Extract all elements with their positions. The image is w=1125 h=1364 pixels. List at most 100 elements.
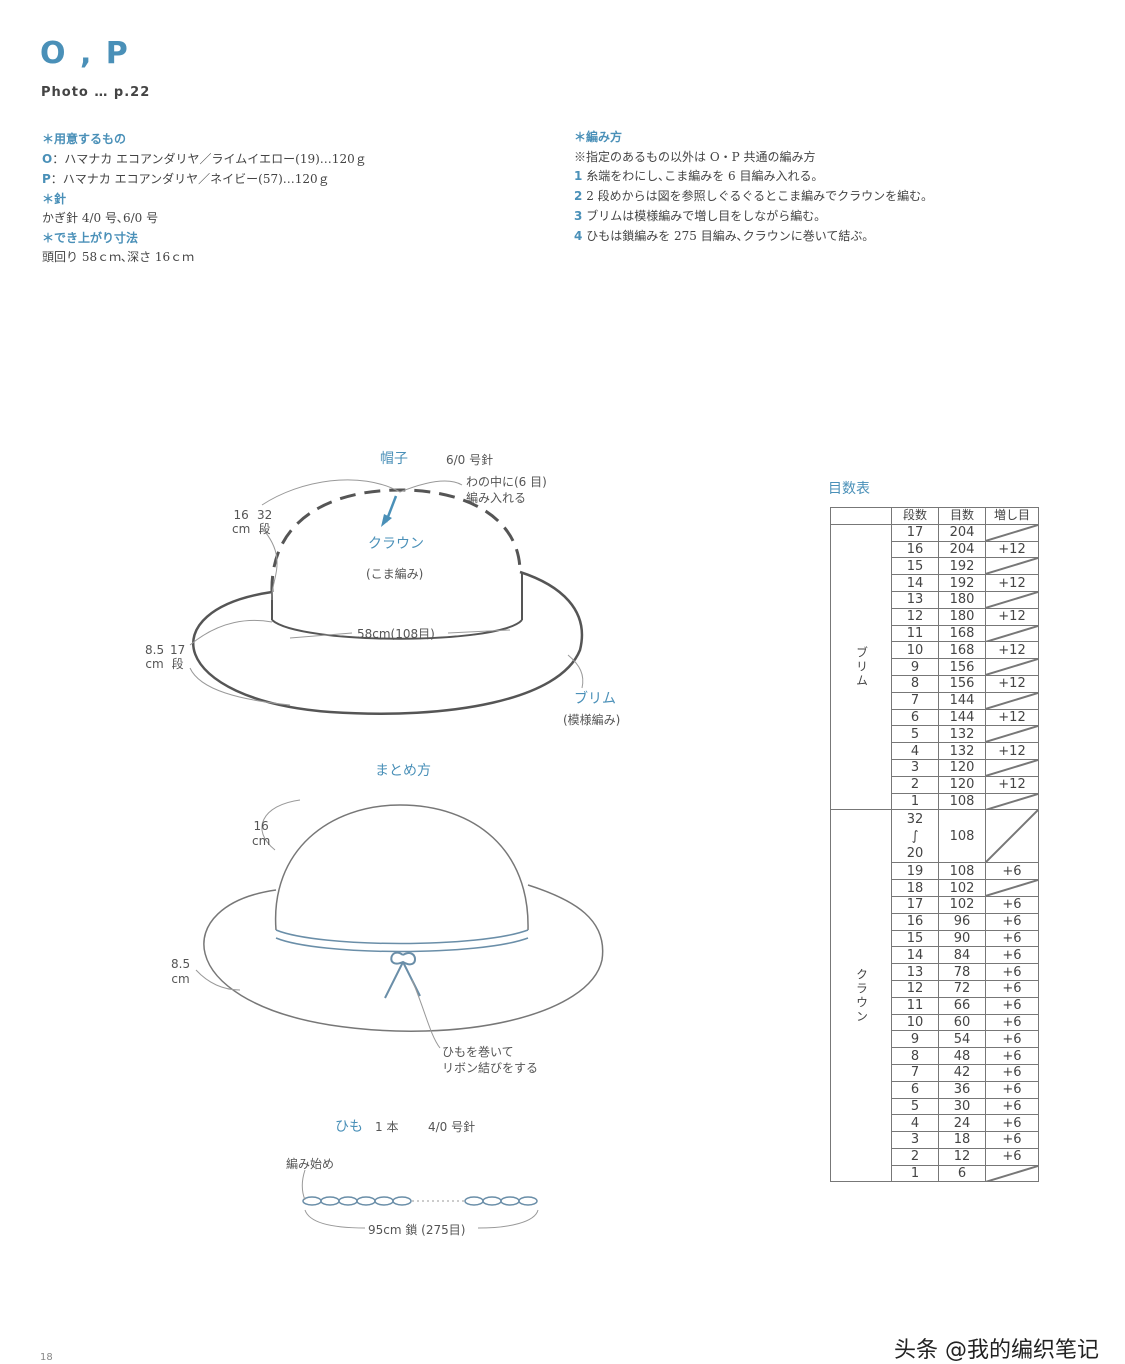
stitch-count: 120: [938, 775, 986, 794]
stitch-count: 48: [938, 1047, 986, 1065]
material-text: ：ハマナカ エコアンダリヤ／ネイビー(57)…120ｇ: [50, 172, 330, 186]
step-number: 2: [574, 189, 583, 203]
photo-reference: Photo … p.22: [41, 85, 151, 100]
row-number: 11: [891, 996, 939, 1015]
brim-rows-value: 17: [170, 643, 186, 657]
row-number: 17: [891, 895, 939, 914]
stitch-count: 144: [938, 708, 986, 727]
watermark: 头条 @我的编织笔记: [894, 1338, 1099, 1363]
finish-diagram-title: まとめ方: [375, 763, 431, 779]
needle-heading: ＊針: [42, 192, 67, 206]
increase: +12: [985, 708, 1039, 727]
brim-section-label: ブリム: [830, 523, 892, 811]
stitch-count: 36: [938, 1080, 986, 1099]
hat-crown-dashed: [270, 488, 522, 593]
row-number: 18: [891, 879, 939, 897]
step-text: 糸端をわにし､こま編みを 6 目編み入れる｡: [586, 169, 818, 183]
increase: +6: [985, 963, 1039, 981]
increase: [985, 792, 1039, 811]
crown-label: クラウン: [368, 536, 424, 552]
increase: +6: [985, 1097, 1039, 1116]
increase-header: 増し目: [985, 507, 1039, 525]
method-note: ※指定のあるもの以外は O・P 共通の編み方: [574, 150, 816, 164]
cord-needle: 4/0 号針: [428, 1120, 476, 1134]
row-number: 1: [891, 792, 939, 811]
finish-depth: 16 cm: [252, 819, 270, 849]
center-note-line-2: 編み入れる: [466, 491, 527, 505]
crown-circumference: 58cm(108目): [357, 627, 435, 641]
stitch-count: 204: [938, 540, 986, 559]
row-number: 4: [891, 1114, 939, 1133]
range-bottom: 20: [906, 845, 924, 861]
stitch-count: 192: [938, 574, 986, 592]
finish-note-line-1: ひもを巻いて: [442, 1045, 514, 1059]
finish-depth-value: 16: [253, 819, 269, 833]
finish-brim-value: 8.5: [171, 957, 191, 971]
increase: +12: [985, 674, 1039, 693]
method-step-4: 4 ひもは鎖編みを 275 目編み､クラウンに巻いて結ぶ｡: [574, 227, 868, 244]
stitch-count: 66: [938, 996, 986, 1015]
step-text: ひもは鎖編みを 275 目編み､クラウンに巻いて結ぶ｡: [586, 229, 869, 243]
row-number: 8: [891, 1047, 939, 1065]
increase: [985, 590, 1039, 609]
hat-diagram-title: 帽子: [380, 451, 408, 467]
row-number: 12: [891, 607, 939, 626]
center-note-line-1: わの中に(6 目): [466, 475, 547, 489]
increase: +12: [985, 540, 1039, 559]
stitch-count: 90: [938, 929, 986, 948]
stitch-count: 84: [938, 946, 986, 965]
finished-band-bottom: [275, 937, 529, 953]
material-item-p: P：ハマナカ エコアンダリヤ／ネイビー(57)…120ｇ: [42, 170, 330, 187]
increase: +6: [985, 946, 1039, 965]
finished-band-top: [275, 929, 529, 945]
increase: +6: [985, 1080, 1039, 1099]
increase: +6: [985, 1147, 1039, 1166]
increase: [985, 523, 1039, 542]
brim-depth-rows: 17 段: [170, 643, 185, 671]
stitch-count: 54: [938, 1030, 986, 1049]
range-top: 32: [906, 811, 924, 827]
cord-start: 編み始め: [286, 1157, 335, 1171]
hat-diagrams-drawing: [189, 479, 604, 1229]
row-number: 2: [891, 1147, 939, 1166]
finish-brim: 8.5 cm: [171, 957, 190, 987]
increase: +6: [985, 996, 1039, 1015]
crown-depth-cm: 16 cm: [232, 508, 250, 536]
row-number: 13: [891, 963, 939, 981]
stitch-count: 102: [938, 879, 986, 897]
stitch-count: 180: [938, 607, 986, 626]
row-number: 7: [891, 691, 939, 710]
stitch-count: 144: [938, 691, 986, 710]
increase: [985, 1164, 1039, 1183]
row-number: 6: [891, 1080, 939, 1099]
finish-depth-unit: cm: [252, 834, 271, 848]
step-number: 4: [574, 229, 583, 243]
increase: +6: [985, 1013, 1039, 1032]
stitch-count: 156: [938, 674, 986, 693]
stitch-count: 42: [938, 1063, 986, 1082]
increase: +12: [985, 775, 1039, 794]
material-text: ：ハマナカ エコアンダリヤ／ライムイエロー(19)…120ｇ: [52, 152, 367, 166]
row-number: 19: [891, 862, 939, 881]
row-number: 5: [891, 1097, 939, 1116]
hat-brim-inner: [271, 619, 523, 640]
stitch-count: 30: [938, 1097, 986, 1116]
increase: +12: [985, 641, 1039, 660]
cord-length: 95cm 鎖 (275目): [368, 1223, 466, 1237]
page-title: O , P: [40, 36, 130, 71]
increase: +6: [985, 1114, 1039, 1133]
size-text: 頭回り 58ｃｍ､深さ 16ｃｍ: [42, 250, 195, 264]
row-number: 14: [891, 574, 939, 592]
stitch-count: 96: [938, 912, 986, 931]
